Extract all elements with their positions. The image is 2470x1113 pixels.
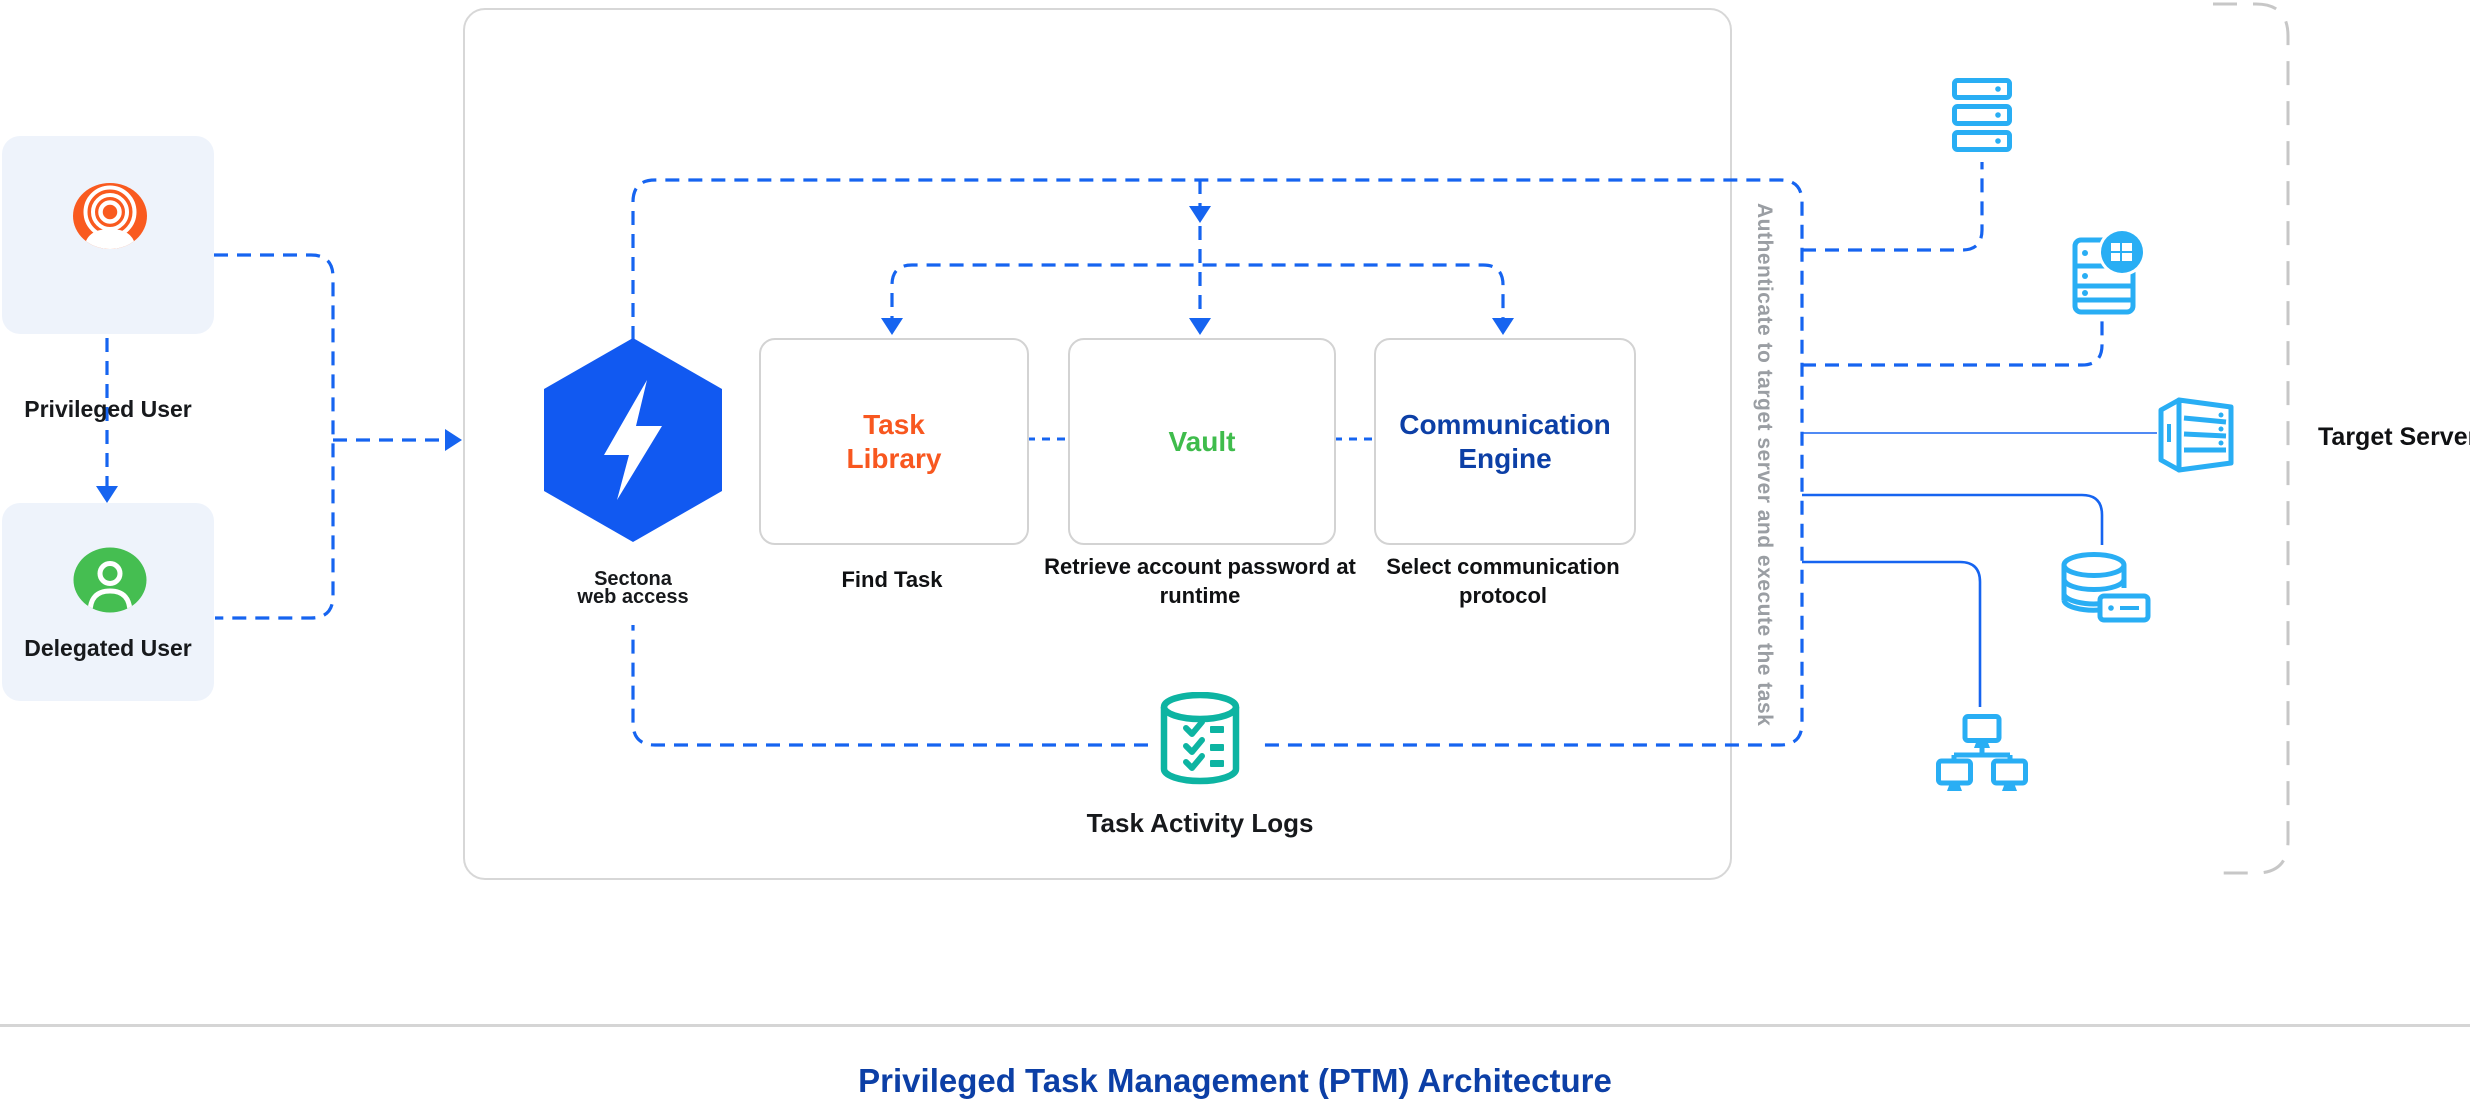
diagram-title: Privileged Task Management (PTM) Archite… (858, 1062, 1612, 1099)
communication-engine-box: Communication Engine (1374, 338, 1636, 545)
database-storage-icon (2061, 552, 2151, 623)
tower-server-3d-icon (2158, 397, 2234, 473)
target-server-label: Target Server (2318, 423, 2470, 451)
privileged-user-card: Privileged User (2, 136, 214, 422)
connector-branch-rack-server (1802, 162, 1984, 252)
privileged-user-rings-icon (73, 183, 147, 249)
delegated-user-label: Delegated User (24, 635, 192, 661)
tasklist-database-icon (1160, 692, 1240, 785)
gateway-label-line1: Sectona (594, 568, 672, 590)
task-activity-logs-label: Task Activity Logs (1086, 808, 1314, 838)
vault-caption: Retrieve account password at runtime (1044, 554, 1356, 608)
windows-server-icon (2072, 228, 2146, 315)
task-library-caption: Find Task (841, 567, 943, 592)
footer-divider (0, 1024, 2470, 1027)
rack-server-icon (1952, 78, 2012, 152)
delegated-user-icon (73, 547, 147, 613)
vault-box: Vault (1068, 338, 1336, 545)
arrowhead-to-delegated (96, 486, 118, 503)
vault-title: Vault (1168, 425, 1236, 457)
privileged-user-label: Privileged User (24, 396, 192, 422)
arrowhead-into-platform (445, 429, 462, 451)
gateway-label: Sectona web access (533, 568, 733, 608)
gateway-label-line2: web access (577, 586, 689, 608)
sectona-bolt-hexagon-icon (544, 338, 722, 542)
connector-database-line (1802, 493, 2104, 545)
workstation-network-icon (1936, 714, 2028, 791)
communication-engine-title: Communication Engine (1399, 408, 1611, 474)
connector-users-bracket (214, 253, 335, 620)
task-library-box: Task Library (759, 338, 1029, 545)
delegated-user-card: Delegated User (2, 503, 214, 701)
authenticate-rail-label: Authenticate to target server and execut… (1753, 203, 1776, 727)
connector-workstation-line (1802, 560, 1982, 707)
task-library-title: Task Library (846, 408, 942, 474)
communication-engine-caption: Select communication protocol (1386, 554, 1620, 608)
connector-branch-windows-server (1802, 318, 2104, 367)
